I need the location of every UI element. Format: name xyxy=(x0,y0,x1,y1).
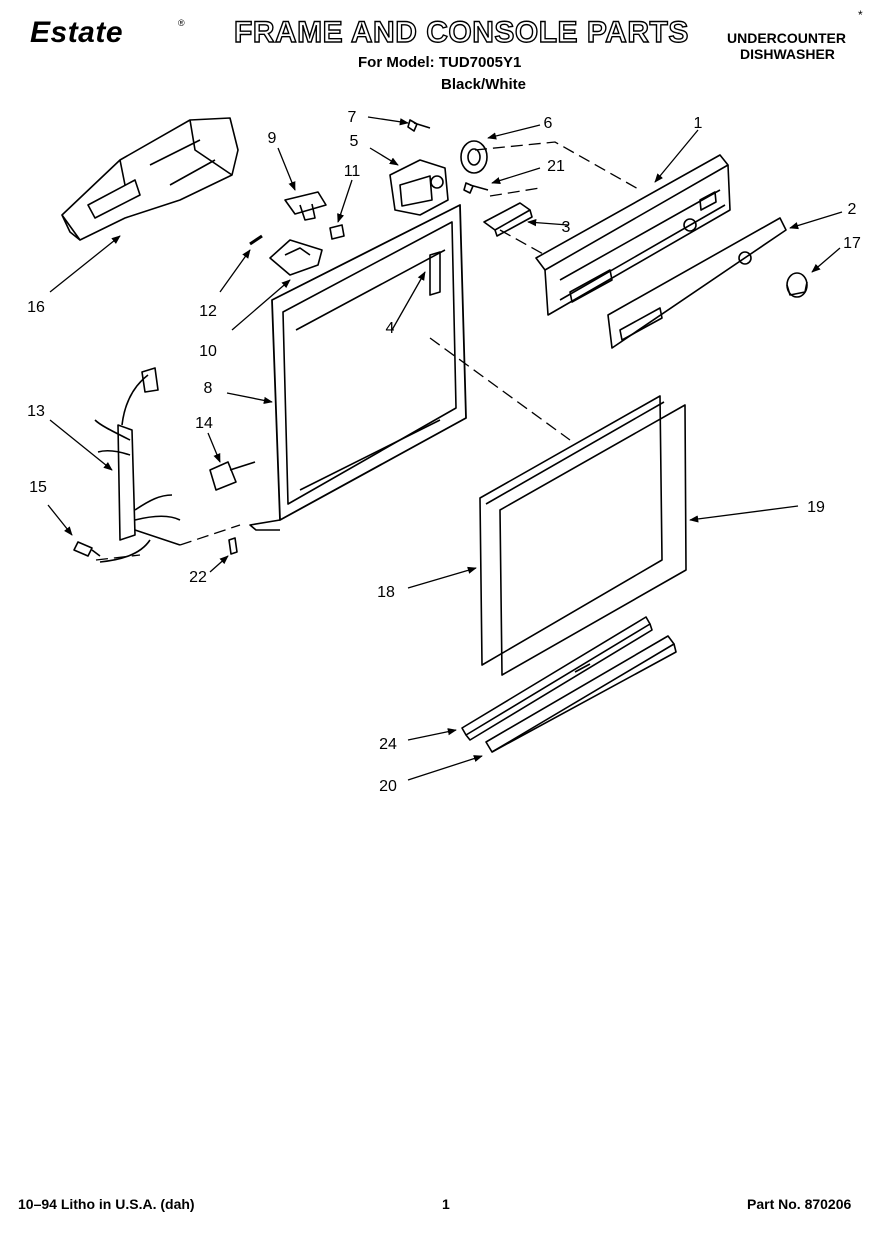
pin-part-12 xyxy=(249,234,263,246)
callout-13: 13 xyxy=(27,403,45,420)
callout-16: 16 xyxy=(27,299,45,316)
corner-mark: * xyxy=(858,8,863,22)
switch-part-5 xyxy=(389,159,449,216)
leader-12 xyxy=(219,249,251,293)
product-type-line2: DISHWASHER xyxy=(740,46,835,62)
trim-strip-part-24 xyxy=(461,616,653,741)
bracket-part-10 xyxy=(269,239,323,276)
leader-22 xyxy=(209,555,229,573)
leader-11 xyxy=(337,179,353,223)
leader-17 xyxy=(811,247,841,273)
leader-20 xyxy=(407,755,483,781)
leader-7 xyxy=(367,116,409,126)
litho-footer: 10–94 Litho in U.S.A. (dah) xyxy=(18,1196,195,1212)
leader-2 xyxy=(789,211,843,230)
callout-21: 21 xyxy=(547,158,565,175)
color-line: Black/White xyxy=(441,76,527,93)
brand-logo: Estate xyxy=(30,16,124,49)
clip-part-11 xyxy=(329,224,345,240)
leader-10 xyxy=(231,279,291,331)
registered-mark: ® xyxy=(178,18,185,28)
trim-strip-part-20 xyxy=(485,635,677,753)
callout-15: 15 xyxy=(29,479,47,496)
leader-8 xyxy=(226,392,273,404)
callout-14: 14 xyxy=(195,415,213,432)
connector-part-14 xyxy=(209,461,256,491)
page-number: 1 xyxy=(442,1196,450,1212)
callout-12: 12 xyxy=(199,303,217,320)
callout-1: 1 xyxy=(694,115,703,132)
callout-9: 9 xyxy=(268,130,277,147)
leader-5 xyxy=(369,147,399,166)
leader-9 xyxy=(277,147,296,191)
overlay-panel-part-2 xyxy=(607,217,787,349)
callout-8: 8 xyxy=(204,380,213,397)
callout-22: 22 xyxy=(189,569,207,586)
callout-6: 6 xyxy=(544,115,553,132)
product-type-line1: UNDERCOUNTER xyxy=(727,30,846,46)
panel-part-19 xyxy=(499,404,687,676)
leader-1 xyxy=(654,129,699,183)
page-title: FRAME AND CONSOLE PARTS xyxy=(233,16,689,49)
assembly-line-harness-frame xyxy=(179,524,241,546)
assembly-line-frame-panel xyxy=(429,337,571,441)
leader-24 xyxy=(407,728,457,741)
screw-part-21 xyxy=(463,182,489,194)
leader-3 xyxy=(527,218,569,227)
callout-24: 24 xyxy=(379,736,397,753)
callout-5: 5 xyxy=(350,133,359,150)
clip-part-22 xyxy=(228,537,238,555)
callout-2: 2 xyxy=(848,201,857,218)
callout-11: 11 xyxy=(344,163,361,180)
callout-10: 10 xyxy=(199,343,217,360)
callout-19: 19 xyxy=(807,499,825,516)
screw-part-15 xyxy=(73,541,101,557)
bracket-part-9 xyxy=(284,191,327,221)
console-housing-part-16 xyxy=(61,117,239,241)
assembly-line-connector-3 xyxy=(499,229,546,256)
assembly-line-screw-21 xyxy=(489,187,541,197)
panel-part-18 xyxy=(479,395,665,666)
dial-part-6 xyxy=(460,140,488,174)
callout-3: 3 xyxy=(562,219,571,236)
assembly-line-knob-console xyxy=(474,141,641,191)
screw-part-7 xyxy=(407,119,431,132)
callout-20: 20 xyxy=(379,778,397,795)
callout-17: 17 xyxy=(843,235,861,252)
part-number: Part No. 870206 xyxy=(747,1196,852,1212)
model-line: For Model: TUD7005Y1 xyxy=(358,54,522,71)
callout-7: 7 xyxy=(348,109,357,126)
callout-18: 18 xyxy=(377,584,395,601)
knob-part-17 xyxy=(786,272,808,298)
leader-16 xyxy=(49,235,121,293)
leader-21 xyxy=(491,167,541,185)
leader-19 xyxy=(689,505,799,523)
connector-part-3 xyxy=(483,202,533,237)
leader-15 xyxy=(47,504,73,536)
console-panel-part-1 xyxy=(535,154,731,316)
leader-13 xyxy=(49,419,113,471)
leader-14 xyxy=(207,432,221,463)
leader-4 xyxy=(391,271,426,331)
callout-4: 4 xyxy=(386,320,395,337)
leader-18 xyxy=(407,566,477,589)
door-frame-part-8 xyxy=(249,204,467,531)
wire-harness-part-13 xyxy=(94,367,181,563)
assembly-line-screw-15 xyxy=(95,554,141,561)
leader-6 xyxy=(487,124,541,140)
